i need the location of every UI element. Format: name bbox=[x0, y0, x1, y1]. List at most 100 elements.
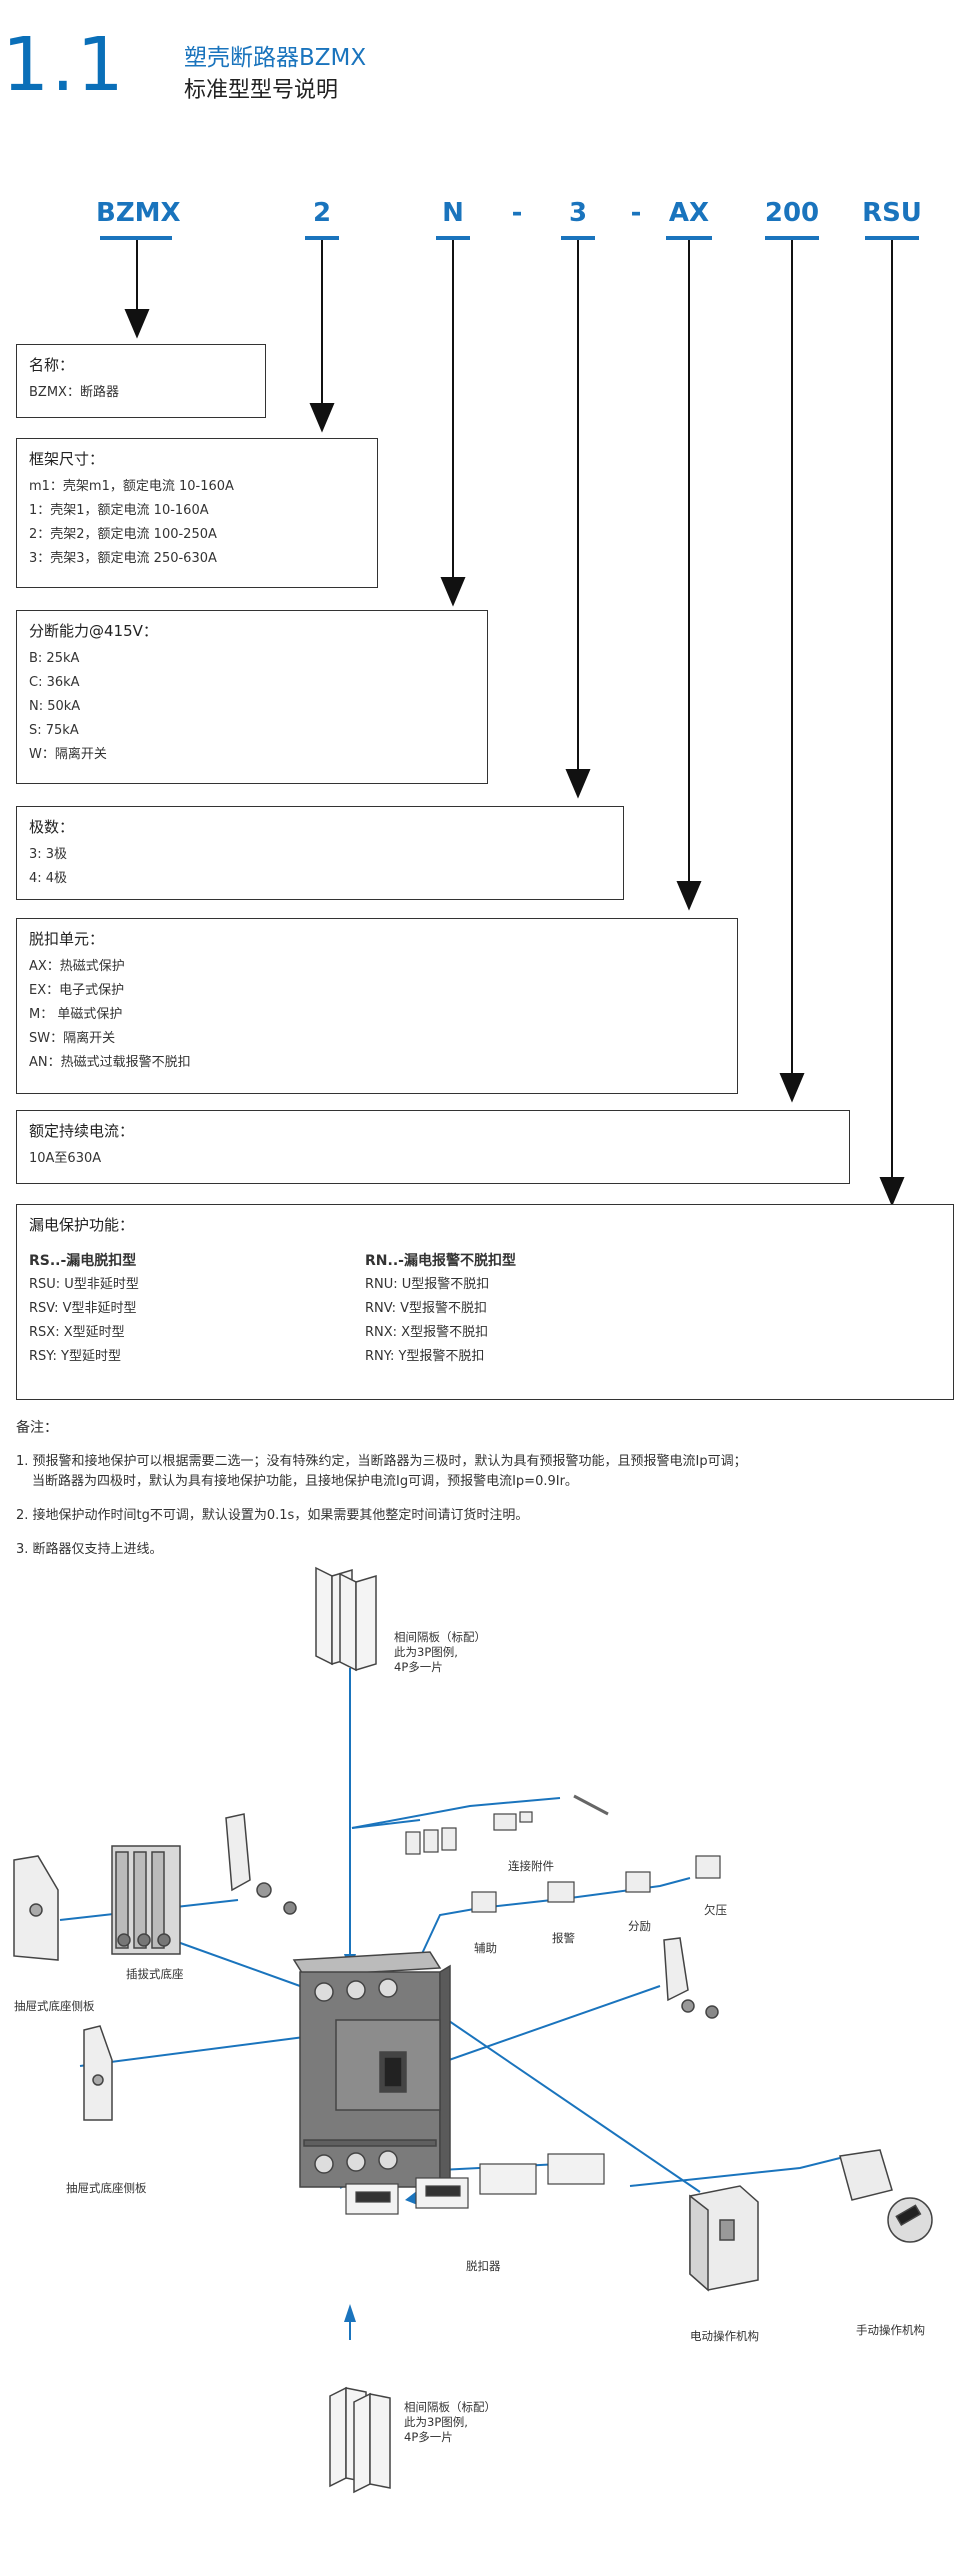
leakage-left-line: RSV: V型非延时型 bbox=[29, 1301, 137, 1316]
code-breaking: N bbox=[442, 198, 464, 228]
arrow-head bbox=[779, 1073, 805, 1103]
code-underline bbox=[100, 236, 172, 240]
box-breaking-line: W：隔离开关 bbox=[29, 747, 107, 762]
label-release: 脱扣器 bbox=[466, 2259, 501, 2273]
box-trip-line: M： 单磁式保护 bbox=[29, 1007, 123, 1022]
box-poles-line: 4: 4极 bbox=[29, 871, 68, 886]
label-manual: 手动操作机构 bbox=[856, 2323, 925, 2337]
label-bottom-barrier-line: 相间隔板（标配） bbox=[404, 2400, 496, 2414]
code-series: BZMX bbox=[96, 198, 181, 228]
code-frame: 2 bbox=[312, 198, 332, 228]
code-arrows bbox=[124, 240, 905, 1207]
label-aux: 辅助 bbox=[474, 1941, 497, 1955]
manual-operator bbox=[839, 2149, 933, 2243]
label-bottom-barrier: 相间隔板（标配） 此为3P图例, 4P多一片 bbox=[404, 2400, 496, 2445]
label-bottom-barrier-line: 4P多一片 bbox=[404, 2430, 453, 2444]
box-breaking: 分断能力@415V： B: 25kA C: 36kA N: 50kA S: 75… bbox=[16, 610, 488, 784]
box-current-line: 10A至630A bbox=[29, 1151, 102, 1166]
leakage-right-head: RN..-漏电报警不脱扣型 bbox=[365, 1253, 516, 1269]
box-trip-line: AX：热磁式保护 bbox=[29, 959, 125, 974]
box-trip-line: EX：电子式保护 bbox=[29, 983, 125, 998]
leakage-left-line: RSY: Y型延时型 bbox=[29, 1349, 121, 1364]
leakage-left-col: RS..-漏电脱扣型 RSU: U型非延时型 RSV: V型非延时型 RSX: … bbox=[29, 1249, 329, 1369]
label-undervolt: 欠压 bbox=[704, 1903, 727, 1917]
bottom-barrier-parts bbox=[329, 2386, 391, 2494]
box-leakage: 漏电保护功能： RS..-漏电脱扣型 RSU: U型非延时型 RSV: V型非延… bbox=[16, 1204, 954, 1400]
note-item: 1. 预报警和接地保护可以根据需要二选一；没有特殊约定，当断路器为三极时，默认为… bbox=[16, 1454, 747, 1469]
drawer-side-plate bbox=[13, 1855, 59, 1961]
label-connect: 连接附件 bbox=[508, 1859, 554, 1873]
box-trip-line: AN：热磁式过载报警不脱扣 bbox=[29, 1055, 191, 1070]
page-subtitle: 标准型型号说明 bbox=[184, 78, 339, 103]
box-poles-line: 3: 3极 bbox=[29, 847, 68, 862]
box-poles: 极数： 3: 3极 4: 4极 bbox=[16, 806, 624, 900]
code-current: 200 bbox=[764, 198, 820, 228]
leakage-right-line: RNX: X型报警不脱扣 bbox=[365, 1325, 489, 1340]
mechanism-plate bbox=[225, 1813, 297, 1915]
arrow-head bbox=[879, 1177, 905, 1207]
connection-accessories bbox=[405, 1794, 609, 1855]
box-breaking-line: B: 25kA bbox=[29, 651, 80, 666]
code-dash: - bbox=[630, 198, 642, 228]
box-frame-line: 3：壳架3，额定电流 250-630A bbox=[29, 551, 217, 566]
label-top-barrier-line: 相间隔板（标配） bbox=[394, 1630, 486, 1644]
label-shunt: 分励 bbox=[628, 1919, 651, 1933]
box-current: 额定持续电流： 10A至630A bbox=[16, 1110, 850, 1184]
arrow-head bbox=[565, 769, 591, 799]
label-top-barrier: 相间隔板（标配） 此为3P图例, 4P多一片 bbox=[394, 1630, 486, 1675]
box-breaking-line: N: 50kA bbox=[29, 699, 81, 714]
code-underline bbox=[561, 236, 595, 240]
label-bottom-barrier-line: 此为3P图例, bbox=[404, 2415, 468, 2429]
box-name-line: BZMX：断路器 bbox=[29, 385, 119, 400]
leakage-right-col: RN..-漏电报警不脱扣型 RNU: U型报警不脱扣 RNV: V型报警不脱扣 … bbox=[365, 1249, 685, 1369]
box-frame-line: 2：壳架2，额定电流 100-250A bbox=[29, 527, 217, 542]
box-frame-line: 1：壳架1，额定电流 10-160A bbox=[29, 503, 209, 518]
accessory-diagram bbox=[13, 1566, 933, 2494]
leakage-left-head: RS..-漏电脱扣型 bbox=[29, 1253, 137, 1269]
box-breaking-line: S: 75kA bbox=[29, 723, 79, 738]
internal-accessories bbox=[471, 1855, 721, 1913]
section-number: 1.1 bbox=[2, 22, 126, 108]
code-leakage: RSU bbox=[862, 198, 922, 228]
plugin-base bbox=[111, 1845, 181, 1955]
code-underline bbox=[305, 236, 339, 240]
code-underline bbox=[765, 236, 819, 240]
note-item: 当断路器为四极时，默认为具有接地保护功能，且接地保护电流Ig可调，预报警电流Ip… bbox=[32, 1474, 578, 1489]
label-alarm: 报警 bbox=[552, 1931, 575, 1945]
box-frame-line: m1：壳架m1，额定电流 10-160A bbox=[29, 479, 234, 494]
box-name: 名称： BZMX：断路器 bbox=[16, 344, 266, 418]
code-underline bbox=[436, 236, 470, 240]
label-drawer-side-1: 抽屉式底座侧板 bbox=[14, 1999, 95, 2013]
label-motor: 电动操作机构 bbox=[690, 2329, 759, 2343]
code-trip: AX bbox=[668, 198, 710, 228]
release-units bbox=[345, 2153, 605, 2215]
box-trip-line: SW：隔离开关 bbox=[29, 1031, 116, 1046]
box-trip-title: 脱扣单元： bbox=[29, 930, 105, 948]
notes-title: 备注： bbox=[16, 1420, 58, 1436]
label-top-barrier-line: 此为3P图例, bbox=[394, 1645, 458, 1659]
leakage-left-line: RSX: X型延时型 bbox=[29, 1325, 125, 1340]
box-current-title: 额定持续电流： bbox=[29, 1122, 135, 1140]
code-dash: - bbox=[511, 198, 523, 228]
leakage-right-line: RNU: U型报警不脱扣 bbox=[365, 1277, 490, 1292]
arrow-head bbox=[309, 403, 335, 433]
breaker-body bbox=[292, 1951, 451, 2189]
leakage-right-line: RNY: Y型报警不脱扣 bbox=[365, 1349, 485, 1364]
note-item: 3. 断路器仅支持上进线。 bbox=[16, 1542, 163, 1557]
arrow-head bbox=[124, 309, 150, 339]
code-underline bbox=[865, 236, 919, 240]
code-underline bbox=[666, 236, 712, 240]
label-top-barrier-line: 4P多一片 bbox=[394, 1660, 443, 1674]
leakage-left-line: RSU: U型非延时型 bbox=[29, 1277, 139, 1292]
code-poles: 3 bbox=[568, 198, 588, 228]
arrow-head bbox=[440, 577, 466, 607]
box-leakage-title: 漏电保护功能： bbox=[29, 1216, 135, 1234]
label-plugin-base: 插拔式底座 bbox=[126, 1967, 184, 1981]
notes: 备注： 1. 预报警和接地保护可以根据需要二选一；没有特殊约定，当断路器为三极时… bbox=[16, 1418, 747, 1574]
note-item: 2. 接地保护动作时间tg不可调，默认设置为0.1s，如果需要其他整定时间请订货… bbox=[16, 1508, 529, 1523]
arrow-head bbox=[676, 881, 702, 911]
motor-operator bbox=[689, 2185, 759, 2292]
arrow-head bbox=[344, 2304, 356, 2322]
box-breaking-line: C: 36kA bbox=[29, 675, 80, 690]
box-poles-title: 极数： bbox=[29, 818, 75, 836]
